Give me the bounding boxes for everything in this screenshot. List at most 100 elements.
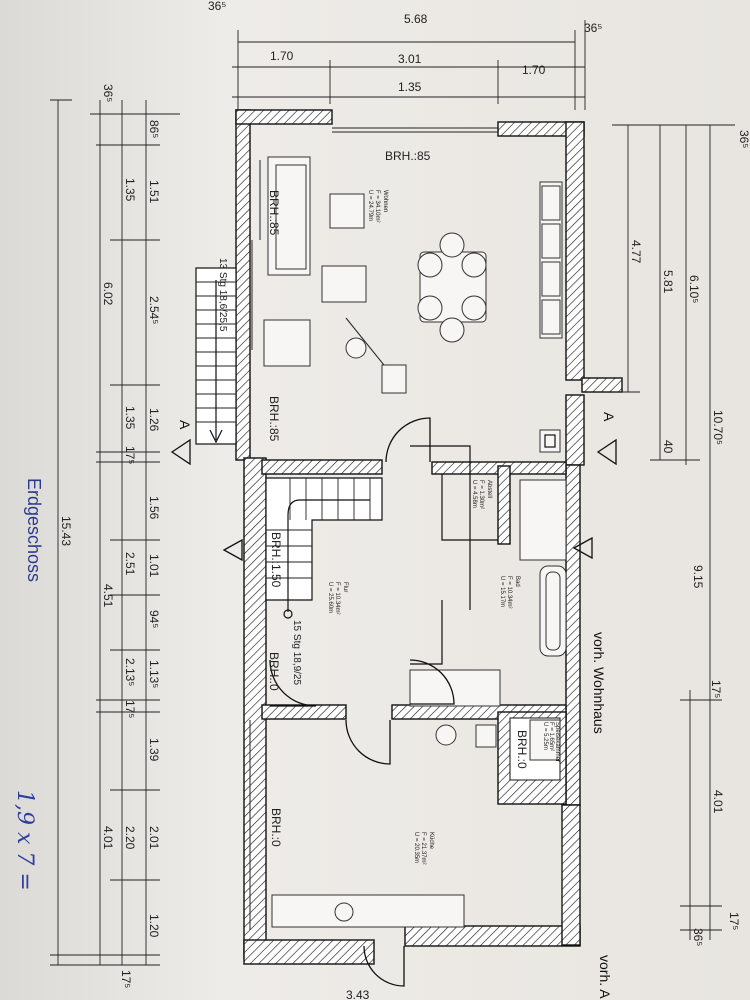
drawing-title: Erdgeschoss — [24, 478, 44, 582]
dim-left-c1-7: 1.13⁵ — [147, 660, 161, 688]
room-name-speisekammer: Speisekammer — [554, 722, 560, 762]
dim-left-c3-1: 6.02 — [101, 282, 115, 306]
section-marker-right: A — [601, 412, 617, 422]
dimension-lines — [50, 20, 735, 966]
dim-left-c1-3: 1.26 — [147, 408, 161, 432]
dim-right-i: 4.01 — [711, 790, 725, 814]
stove — [539, 429, 561, 453]
living-furniture — [263, 156, 563, 453]
wall-right-bottom — [561, 804, 581, 946]
dim-left-c1-9: 2.01 — [147, 826, 161, 850]
room-name-bad: Bad — [514, 576, 520, 587]
dim-left-c1-6: 94⁵ — [147, 610, 161, 628]
room-perimeter-kueche: U = 20.35m — [413, 832, 419, 863]
kitchen-furniture — [271, 669, 501, 928]
dim-left-c3-0: 36⁵ — [101, 84, 115, 102]
sill-living-top: BRH.:85 — [385, 149, 431, 163]
wall-bottom-left — [243, 939, 375, 965]
dim-left-c3-3: 4.01 — [101, 826, 115, 850]
room-perimeter-bad: U = 15.17m — [499, 576, 505, 607]
dim-corner-1: 36⁵ — [208, 0, 226, 13]
inner-staircase — [265, 477, 383, 619]
dim-right-f: 40 — [661, 440, 675, 454]
room-bad: Bad F = 10.34m² U = 15.17m — [499, 576, 520, 609]
armchair — [321, 265, 367, 303]
dim-corner-2: 36⁵ — [584, 21, 602, 35]
stair-outer-label: 13 Stg 18,6/25,5 — [217, 258, 228, 332]
dim-left-c2-4: 2.13⁵ — [123, 658, 137, 686]
room-speisekammer: Speisekammer F = 1.65m² U = 5.25m — [542, 722, 560, 762]
dim-right-k: 36⁵ — [691, 928, 705, 946]
sink — [334, 902, 354, 922]
kitchen-counter — [271, 894, 465, 928]
wall-bottom-right — [404, 925, 581, 947]
dim-left-c3-2: 4.51 — [101, 584, 115, 608]
dim-bottom: 3.43 — [346, 988, 370, 1000]
dim-right-e: 10.70⁵ — [711, 410, 725, 445]
chair — [381, 364, 407, 394]
dim-total: 15.43 — [59, 516, 73, 546]
handwritten-note: 1,9 x 7 = — [12, 790, 37, 891]
dim-left-c1-0: 86⁵ — [147, 120, 161, 138]
bathroom-furniture — [519, 479, 567, 761]
dim-left-c2-2: 17⁵ — [123, 446, 137, 464]
dim-right-b: 4.77 — [629, 240, 643, 264]
section-marker-left: A — [177, 420, 193, 430]
room-name-flur: Flur — [342, 582, 348, 592]
dim-left-c1-1: 1.51 — [147, 180, 161, 204]
room-area-abstell: F = 1.30m² — [478, 480, 484, 509]
neighbor-label: vorh. Wohnhaus — [591, 632, 607, 734]
dim-left-c2-0: 1.35 — [123, 178, 137, 202]
wall-stub-right — [581, 377, 623, 393]
dim-left-c1-8: 1.39 — [147, 738, 161, 762]
dim-right-c: 5.81 — [661, 270, 675, 294]
wall-top-left — [235, 109, 333, 125]
room-perimeter-abstell: U = 4.58m — [471, 480, 477, 508]
wall-left-upper — [235, 109, 251, 461]
wall-abstell — [497, 465, 511, 545]
side-cabinet — [263, 319, 311, 367]
dim-seg-left: 1.70 — [270, 49, 294, 63]
room-perimeter-wohnen: U = 24.79m — [367, 190, 373, 221]
coffee-table — [329, 193, 365, 229]
room-abstell: Abstell F = 1.30m² U = 4.58m — [471, 480, 492, 509]
room-area-wohnen: F = 34.10m² — [374, 190, 380, 223]
room-flur: Flur F = 10.34m² U = 25.60m — [327, 582, 348, 615]
toilet — [435, 724, 457, 746]
windows — [249, 127, 563, 930]
dim-left-c2-1: 1.35 — [123, 406, 137, 430]
room-area-kueche: F = 21.37m² — [420, 832, 426, 865]
dim-left-c1-5: 1.01 — [147, 554, 161, 578]
room-perimeter-flur: U = 25.60m — [327, 582, 333, 613]
dim-left-c1-4: 1.56 — [147, 496, 161, 520]
stair-inner-label: 15 Stg 18,9/25 — [291, 620, 302, 685]
sill-pantry: BRH.:0 — [515, 730, 529, 769]
neighbor-label-cut: vorh. A — [597, 955, 613, 999]
dim-right-d: 6.10⁵ — [687, 275, 701, 303]
dim-left-c1-10: 1.20 — [147, 914, 161, 938]
room-name-abstell: Abstell — [486, 480, 492, 498]
dim-overall-3: 1.35 — [398, 80, 422, 94]
room-wohnen: Wohnen F = 34.10m² U = 24.79m — [367, 190, 388, 223]
room-area-bad: F = 10.34m² — [506, 576, 512, 609]
sill-living-left: BRH.:85 — [267, 190, 281, 236]
room-area-speisekammer: F = 1.65m² — [548, 722, 554, 751]
room-name-kueche: Küche — [428, 832, 434, 850]
room-area-flur: F = 10.34m² — [334, 582, 340, 615]
room-perimeter-speisekammer: U = 5.25m — [542, 722, 548, 750]
wall-unit — [539, 181, 563, 339]
doors — [269, 417, 498, 987]
wall-right-mid — [565, 394, 585, 466]
wall-kitchen-top-left — [261, 704, 347, 720]
wall-right-upper — [565, 121, 585, 381]
sill-kitchen: BRH.:0 — [269, 808, 283, 847]
dim-left-c3-4: 17⁵ — [119, 970, 133, 988]
dim-overall-2: 3.01 — [398, 52, 422, 66]
dim-left-c2-6: 2.20 — [123, 826, 137, 850]
room-name-wohnen: Wohnen — [382, 190, 388, 212]
dim-seg-right: 1.70 — [522, 63, 546, 77]
dim-overall-1: 5.68 — [404, 12, 428, 26]
dim-right-j: 17⁵ — [727, 912, 741, 930]
wall-stair-top — [261, 459, 383, 475]
